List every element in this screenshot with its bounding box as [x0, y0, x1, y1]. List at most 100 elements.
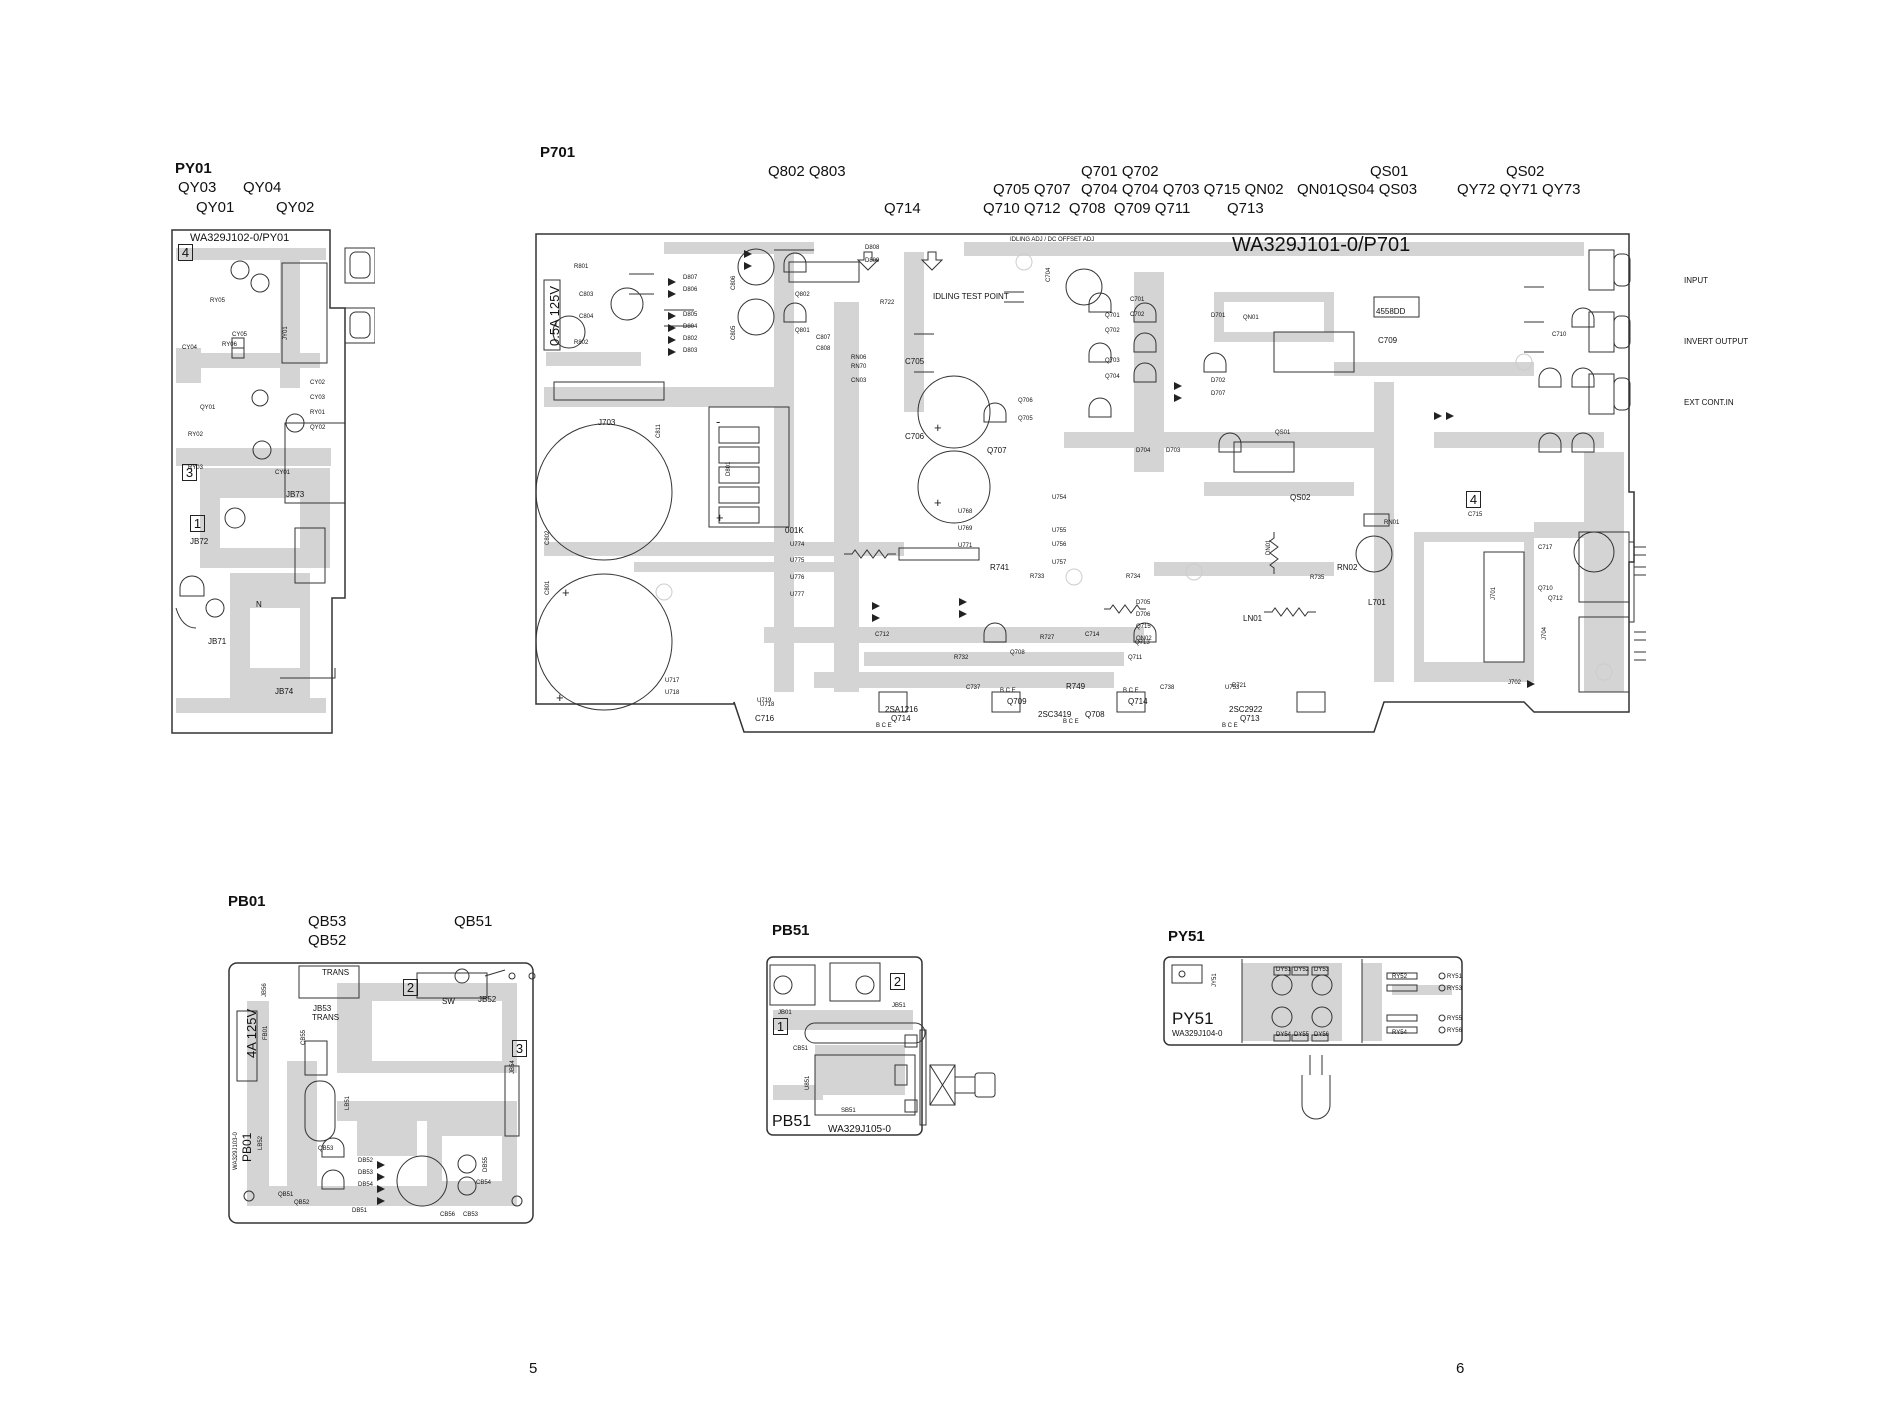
- p701-board-code: WA329J101-0/P701: [1232, 234, 1411, 256]
- py01-comp-ry03: RY03: [188, 465, 203, 471]
- pb01-comp: DB51: [352, 1208, 368, 1214]
- p701-comp: D701: [1211, 313, 1226, 319]
- p701-type-q708-pins: B C E: [1063, 719, 1079, 725]
- p701-u-label: U754: [1052, 495, 1067, 501]
- pb01-comp: DB55: [483, 1156, 489, 1172]
- p701-comp: D807: [683, 275, 698, 281]
- p701-comp: DN01: [1266, 539, 1272, 555]
- p701-comp: C705: [905, 357, 925, 366]
- p701-comp: Q710: [1538, 586, 1553, 592]
- pb01-part-qb53: QB53: [308, 913, 347, 930]
- p701-board: ++ ++ -+: [535, 233, 1646, 733]
- pb01-fuse: 4A 125V: [244, 1008, 259, 1058]
- py01-comp-cy02: CY02: [310, 380, 326, 386]
- svg-text:+: +: [556, 690, 564, 705]
- pb51-jb51: JB51: [892, 1003, 906, 1009]
- p701-pins-q711: B C E: [1123, 688, 1139, 694]
- py01-comp-jy01: JY01: [283, 326, 289, 340]
- page-number-left: 5: [529, 1360, 538, 1377]
- pb01-part-qb51: QB51: [454, 913, 493, 930]
- py01-marker-4: 4: [178, 244, 193, 261]
- p701-comp: C717: [1538, 545, 1553, 551]
- p701-comp: RN01: [1384, 520, 1400, 526]
- pb51-board-code: WA329J105-0: [828, 1124, 891, 1135]
- p701-marker-4: 4: [1466, 491, 1481, 508]
- page-number-right: 6: [1456, 1360, 1465, 1377]
- p701-label-q710-row: Q710 Q712 Q708 Q709 Q711: [983, 200, 1191, 217]
- p701-u-label: U756: [1052, 542, 1067, 548]
- p701-comp: C714: [1085, 632, 1100, 638]
- py51-board: [1163, 956, 1463, 1120]
- py51-comp: DY53: [1314, 967, 1330, 973]
- p701-terminal-block: 001K: [785, 526, 804, 535]
- p701-u-label: U755: [1052, 528, 1067, 534]
- p701-u-label: U774: [790, 542, 805, 548]
- p701-type-q713-pins: B C E: [1222, 723, 1238, 729]
- p701-comp: D803: [683, 348, 698, 354]
- svg-text:+: +: [716, 510, 724, 525]
- py51-comp: RY54: [1392, 1030, 1407, 1036]
- p701-comp: D806: [683, 287, 698, 293]
- py01-jb72: JB72: [190, 537, 209, 546]
- p701-comp: C804: [579, 314, 594, 320]
- p701-comp: C738: [1160, 685, 1175, 691]
- pb01-comp: CB53: [463, 1212, 479, 1218]
- p701-comp: R749: [1066, 682, 1086, 691]
- pb01-marker-3: 3: [512, 1040, 527, 1057]
- p701-comp: R727: [1040, 635, 1055, 641]
- p701-jack-invert-output: INVERT OUTPUT: [1684, 337, 1749, 346]
- p701-comp: QN01: [1243, 315, 1259, 321]
- p701-comp: D801: [726, 461, 732, 476]
- p701-comp: J702: [1508, 680, 1522, 686]
- p701-jack-ext-cont-in: EXT CONT.IN: [1684, 398, 1734, 407]
- p701-comp: R722: [880, 300, 895, 306]
- p701-type-q714-pins: B C E: [876, 723, 892, 729]
- pb01-comp: CB54: [476, 1180, 492, 1186]
- p701-comp: Q706: [1018, 398, 1033, 404]
- p701-comp: C803: [579, 292, 594, 298]
- pb51-u851: U851: [805, 1075, 811, 1090]
- p701-comp: C802: [545, 530, 551, 545]
- p701-comp: L701: [1368, 598, 1386, 607]
- py01-board: [171, 229, 375, 734]
- p701-comp: RN70: [851, 364, 867, 370]
- p701-comp: D805: [683, 312, 698, 318]
- pb01-comp: QB52: [294, 1200, 310, 1206]
- pb01-sw: SW: [442, 997, 455, 1006]
- py01-part-qy03: QY03: [178, 179, 217, 196]
- pb01-part-qb52: QB52: [308, 932, 347, 949]
- p701-comp: D705: [1136, 600, 1151, 606]
- p701-u-label: U718: [665, 690, 680, 696]
- p701-comp: R802: [574, 340, 589, 346]
- p701-comp: QN02: [1136, 636, 1152, 642]
- p701-label-qs02: QS02: [1506, 163, 1545, 180]
- py51-comp: DY51: [1276, 967, 1292, 973]
- py51-board-name: PY51: [1172, 1009, 1214, 1028]
- p701-comp: RN02: [1337, 563, 1358, 572]
- p701-fuse: 0.5A 125V: [547, 286, 562, 346]
- p701-u-label: U757: [1052, 560, 1067, 566]
- py01-jb74: JB74: [275, 687, 294, 696]
- p701-type-q714: Q714: [891, 714, 911, 723]
- p701-comp: RN06: [851, 355, 867, 361]
- p701-label-q705-q707: Q705 Q707: [993, 181, 1071, 198]
- p701-ic-4558dd: 4558DD: [1376, 307, 1406, 316]
- pb01-jb53: JB53: [313, 1004, 332, 1013]
- py01-comp-cy04: CY04: [182, 345, 198, 351]
- p701-comp: Q713: [1135, 640, 1150, 646]
- p701-comp: Q704: [1105, 374, 1120, 380]
- p701-u-label: U769: [958, 526, 973, 532]
- svg-text:+: +: [934, 420, 942, 435]
- py01-comp-cy05: CY05: [232, 332, 248, 338]
- py01-comp-ry02: RY02: [188, 432, 203, 438]
- pb01-trans: TRANS: [312, 1013, 340, 1022]
- p701-comp: R732: [954, 655, 969, 661]
- p701-type-2sc2922: 2SC2922: [1229, 705, 1263, 714]
- pb01-board: [228, 962, 536, 1224]
- pb01-comp: FB01: [263, 1025, 269, 1040]
- p701-comp: D802: [683, 336, 698, 342]
- svg-text:+: +: [562, 585, 570, 600]
- p701-comp: Q703: [1105, 358, 1120, 364]
- pb01-comp: QB53: [318, 1146, 334, 1152]
- p701-comp: Q802: [795, 292, 810, 298]
